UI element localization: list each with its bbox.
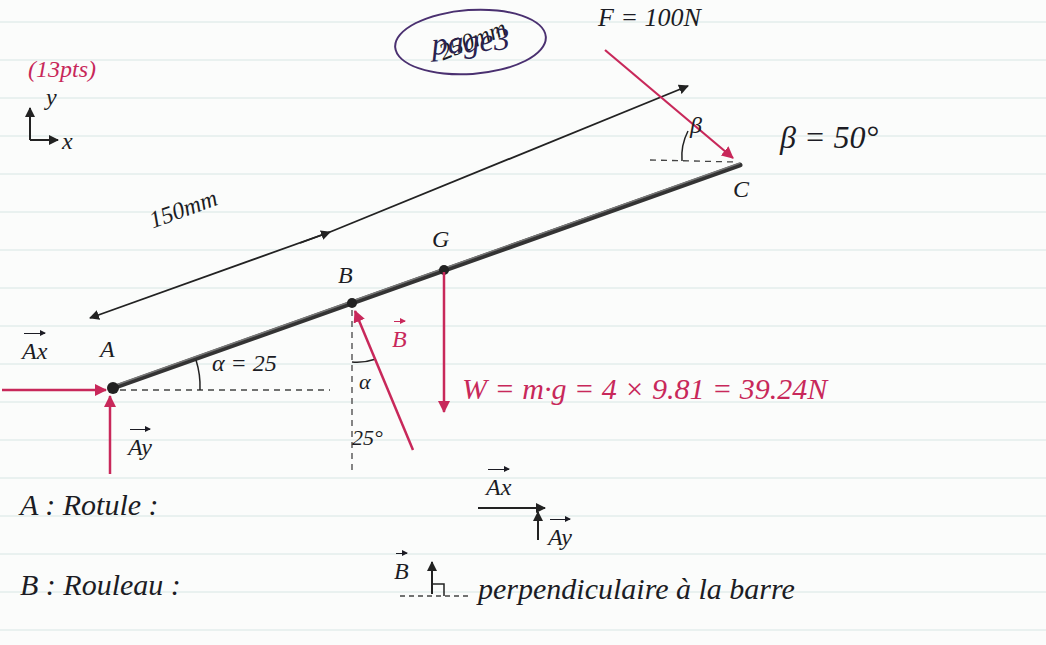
support-note: B : Rouleau : xyxy=(20,568,181,601)
reaction-label: Ay xyxy=(548,516,572,550)
axis-label: x xyxy=(62,128,73,154)
support-note: A : Rotule : xyxy=(20,488,159,521)
reaction-label: Ax xyxy=(486,466,511,500)
point-label: C xyxy=(733,176,749,202)
point-label: G xyxy=(432,226,449,252)
angle-label: α = 25 xyxy=(212,350,277,376)
weight-formula: W = m·g = 4 × 9.81 = 39.24N xyxy=(462,372,827,405)
dimension-label: 150mm xyxy=(145,185,220,234)
page-label: page3 xyxy=(430,22,510,63)
points-note: (13pts) xyxy=(28,56,96,82)
point-label: A xyxy=(100,336,115,362)
angle-label: β xyxy=(690,112,702,138)
support-note: perpendiculaire à la barre xyxy=(478,572,795,605)
force-label: Ay xyxy=(128,426,152,460)
angle-value: β = 50° xyxy=(780,120,878,155)
force-label: F = 100N xyxy=(598,4,701,33)
point-label: B xyxy=(338,262,353,288)
axis-label: y xyxy=(46,84,57,110)
angle-label: α xyxy=(359,370,371,394)
force-label: B xyxy=(392,318,407,352)
reaction-label: B xyxy=(394,550,409,584)
force-label: Ax xyxy=(22,330,47,364)
page-stamp: page3 xyxy=(391,4,548,81)
angle-value: 25° xyxy=(352,426,383,450)
